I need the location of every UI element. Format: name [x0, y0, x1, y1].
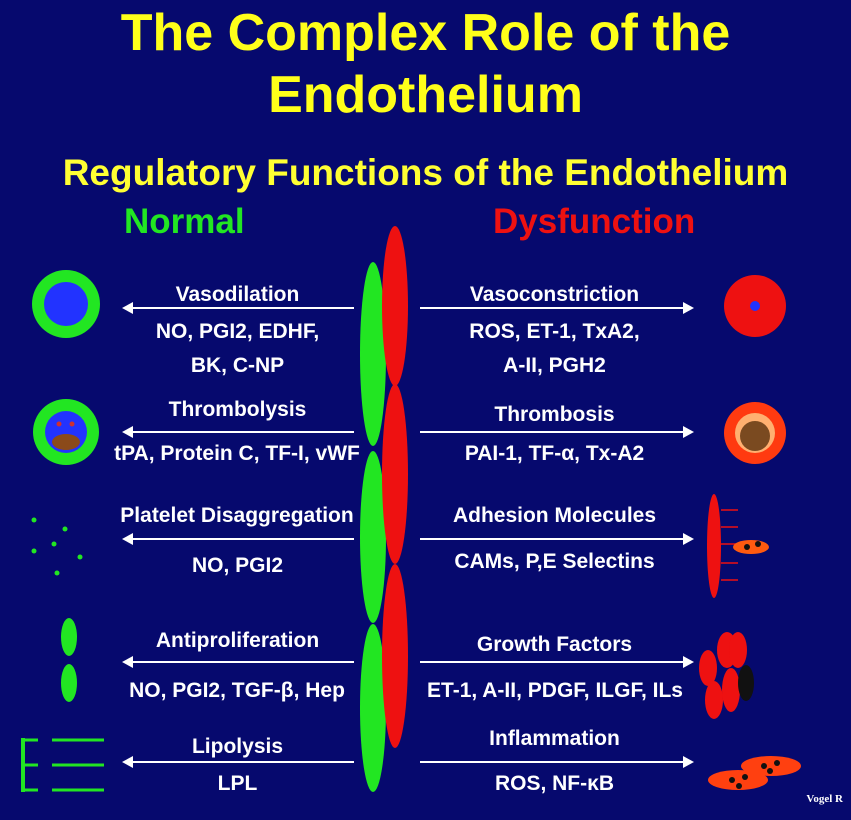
green-endothelial-cell	[360, 624, 386, 792]
normal-mediators: BK, C-NP	[190, 354, 285, 377]
dysfunction-arrow	[420, 656, 694, 668]
normal-function-label: Lipolysis	[191, 735, 284, 758]
normal-arrow	[122, 302, 354, 314]
normal-mediators: NO, PGI2, TGF-β, Hep	[129, 679, 345, 702]
red-endothelial-cell	[382, 226, 408, 386]
constricted-vessel-icon	[724, 275, 786, 337]
normal-function-label: Thrombolysis	[168, 398, 307, 421]
slide-subtitle: Regulatory Functions of the Endothelium	[62, 152, 789, 193]
author-credit: Vogel R	[806, 793, 843, 805]
inflammatory-cells-icon	[708, 756, 801, 790]
red-endothelial-cell	[382, 384, 408, 564]
normal-mediators: NO, PGI2	[191, 554, 284, 577]
dysfunction-mediators: ROS, NF-κB	[494, 772, 615, 795]
dysfunction-label: Thrombosis	[494, 403, 615, 426]
dysfunction-mediators: ROS, ET-1, TxA2,	[469, 320, 640, 343]
dysfunction-arrow	[420, 756, 694, 768]
slide-title: The Complex Role of the Endothelium	[120, 4, 731, 124]
dysfunction-arrow	[420, 533, 694, 545]
dysfunction-label: Adhesion Molecules	[452, 504, 657, 527]
proliferating-cells-icon	[699, 632, 754, 719]
dysfunction-mediators: PAI-1, TF-α, Tx-A2	[464, 442, 645, 465]
dysfunction-label: Inflammation	[489, 727, 620, 750]
normal-mediators: tPA, Protein C, TF-I, vWF	[114, 442, 360, 465]
dysfunction-arrow	[420, 426, 694, 438]
red-endothelial-cell	[382, 564, 408, 748]
normal-arrow	[122, 533, 354, 545]
dysfunction-label: Growth Factors	[476, 633, 633, 656]
normal-arrow	[122, 426, 354, 438]
vessel-with-thrombus-icon	[724, 402, 786, 464]
dispersed-platelets-icon	[31, 517, 83, 576]
green-endothelial-cell	[360, 262, 386, 446]
lipid-layers-icon	[21, 738, 104, 792]
adhesion-molecule-cell-icon	[707, 494, 769, 598]
normal-function-label: Antiproliferation	[155, 629, 320, 652]
normal-function-label: Vasodilation	[175, 283, 300, 306]
endothelium-cell-column	[360, 226, 408, 792]
dysfunction-arrow	[420, 302, 694, 314]
dysfunction-mediators: A-II, PGH2	[503, 354, 606, 377]
normal-column-heading: Normal	[124, 202, 245, 241]
dysfunction-label: Vasoconstriction	[469, 283, 640, 306]
quiescent-smooth-muscle-cells-icon	[61, 618, 77, 702]
dysfunction-mediators: ET-1, A-II, PDGF, ILGF, ILs	[427, 679, 683, 702]
normal-mediators: NO, PGI2, EDHF,	[155, 320, 320, 343]
normal-mediators: LPL	[217, 772, 258, 795]
normal-function-label: Platelet Disaggregation	[120, 504, 354, 527]
normal-arrow	[122, 756, 354, 768]
open-vessel-icon	[32, 270, 100, 338]
dysfunction-column-heading: Dysfunction	[493, 202, 696, 241]
dysfunction-mediators: CAMs, P,E Selectins	[454, 550, 655, 573]
normal-arrow	[122, 656, 354, 668]
green-endothelial-cell	[360, 451, 386, 623]
vessel-with-dissolving-clot-icon	[33, 399, 99, 465]
